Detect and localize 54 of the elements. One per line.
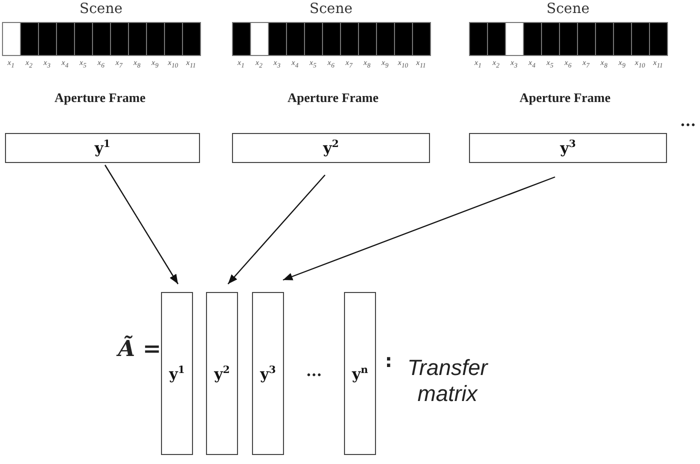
colon: :: [385, 351, 392, 372]
matrix-column: y$^{3}$: [252, 292, 284, 455]
scene-label: Scene: [309, 1, 353, 17]
arrow: [104, 164, 179, 284]
variable-label: x$_{8}$: [600, 58, 608, 70]
variable-label: x$_{4}$: [292, 58, 298, 70]
variable-label: x$_{1}$: [474, 58, 482, 70]
ellipsis: ...: [680, 112, 696, 130]
variable-label: x$_{2}$: [492, 58, 500, 70]
matrix-column: y$^{n}$: [344, 292, 376, 455]
variable-label: x$_{8}$: [134, 58, 140, 70]
variable-label: x$_{9}$: [618, 58, 626, 70]
variable-label: x$_{7}$: [116, 58, 122, 70]
variable-label: x$_{10}$: [168, 58, 178, 70]
variable-label: x$_{2}$: [256, 58, 262, 70]
scene-label: Scene: [546, 1, 590, 17]
aperture-frame-label: Aperture Frame: [519, 90, 611, 106]
variable-label: x$_{10}$: [634, 58, 646, 70]
variable-label: x$_{8}$: [364, 58, 370, 70]
ellipsis: ...: [306, 362, 322, 380]
variable-label: x$_{9}$: [382, 58, 388, 70]
variable-label: x$_{3}$: [274, 58, 280, 70]
variable-label: x$_{7}$: [346, 58, 352, 70]
aperture-frame-label: Aperture Frame: [287, 90, 379, 106]
matrix-symbol: Ã =: [118, 336, 162, 362]
variable-label: x$_{5}$: [310, 58, 316, 70]
variable-label: x$_{6}$: [328, 58, 334, 70]
variable-label: x$_{2}$: [26, 58, 32, 70]
variable-label: x$_{5}$: [546, 58, 554, 70]
variable-label: x$_{11}$: [653, 58, 663, 70]
matrix-column: y$^{2}$: [206, 292, 238, 455]
arrow: [282, 176, 556, 281]
variable-label: x$_{11}$: [416, 58, 426, 70]
variable-label: x$_{1}$: [8, 58, 14, 70]
variable-label: x$_{7}$: [582, 58, 590, 70]
variable-label: x$_{10}$: [398, 58, 408, 70]
aperture-frame-box: y$^{3}$: [469, 133, 667, 163]
aperture-frame-label: Aperture Frame: [54, 90, 146, 106]
arrow: [228, 174, 326, 284]
variable-label: x$_{4}$: [62, 58, 68, 70]
aperture-frame-box: y$^{2}$: [232, 133, 430, 163]
variable-label: x$_{5}$: [80, 58, 86, 70]
matrix-column: y$^{1}$: [161, 292, 193, 455]
variable-label: x$_{1}$: [238, 58, 244, 70]
variable-label: x$_{4}$: [528, 58, 536, 70]
variable-label: x$_{3}$: [44, 58, 50, 70]
variable-label: x$_{3}$: [510, 58, 518, 70]
variable-label: x$_{9}$: [152, 58, 158, 70]
scene-label: Scene: [79, 1, 123, 17]
matrix-caption: Transfer matrix: [406, 355, 490, 408]
variable-label: x$_{6}$: [98, 58, 104, 70]
variable-label: x$_{11}$: [186, 58, 196, 70]
variable-label: x$_{6}$: [564, 58, 572, 70]
aperture-frame-box: y$^{1}$: [5, 133, 200, 163]
